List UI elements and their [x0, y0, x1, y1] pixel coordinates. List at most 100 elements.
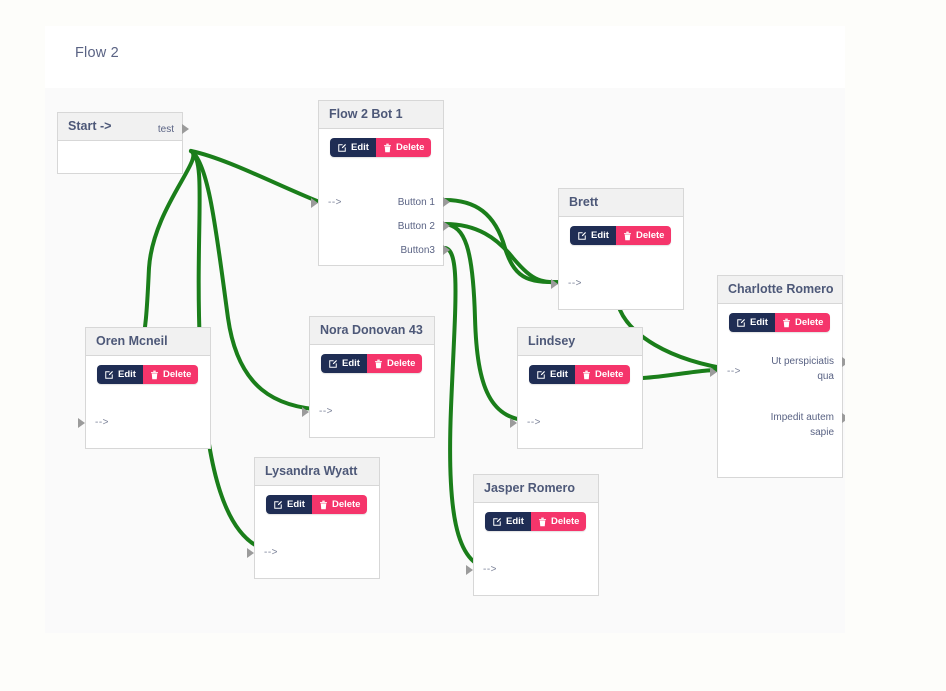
node-input-port[interactable]: --> [328, 197, 342, 208]
input-handle-arrow-icon[interactable] [510, 418, 517, 428]
delete-button-label: Delete [331, 499, 361, 510]
edit-button[interactable]: Edit [529, 365, 575, 384]
delete-button-label: Delete [550, 516, 580, 527]
node-body: Edit Delete --> [551, 217, 683, 310]
pencil-square-icon [105, 370, 113, 379]
flow-node-start[interactable]: Start ->test [57, 112, 189, 174]
node-input-port[interactable]: --> [568, 278, 582, 289]
delete-button[interactable]: Delete [366, 354, 423, 373]
node-input-port[interactable]: --> [483, 564, 497, 575]
node-title: Flow 2 Bot 1 [319, 101, 443, 129]
input-handle-arrow-icon[interactable] [302, 407, 309, 417]
flow-node-nora-donovan-43[interactable]: Nora Donovan 43 Edit Delete --> [302, 316, 435, 438]
node-output-port[interactable]: Ut perspiciatis qua [771, 356, 834, 382]
node-input-port[interactable]: --> [264, 547, 278, 558]
output-handle-arrow-icon[interactable] [842, 413, 845, 423]
trash-icon [320, 500, 327, 509]
edit-button-label: Edit [550, 369, 568, 380]
node-output-port[interactable]: Button 2 [397, 221, 435, 232]
flow-node-flow2bot1[interactable]: Flow 2 Bot 1 Edit Delete --> Button 1 Button … [311, 100, 450, 266]
edit-button-label: Edit [506, 516, 524, 527]
node-title: Start -> [58, 113, 182, 141]
node-output-port[interactable]: Button 1 [397, 197, 435, 208]
delete-button-label: Delete [162, 369, 192, 380]
node-output-port[interactable]: Button3 [400, 245, 435, 256]
delete-button[interactable]: Delete [774, 313, 831, 332]
output-handle-arrow-icon[interactable] [443, 245, 450, 255]
node-output-port[interactable]: test [157, 124, 174, 135]
node-actions: Edit Delete [266, 495, 368, 514]
delete-button-label: Delete [395, 142, 425, 153]
edit-button-label: Edit [351, 142, 369, 153]
node-actions: Edit Delete [570, 226, 672, 245]
output-handle-arrow-icon[interactable] [842, 357, 845, 367]
edit-button[interactable]: Edit [97, 365, 143, 384]
node-title: Lindsey [518, 328, 642, 356]
trash-icon [375, 359, 382, 368]
flow-edge[interactable] [189, 149, 328, 412]
input-handle-arrow-icon[interactable] [78, 418, 85, 428]
node-body: Edit Delete --> [78, 356, 210, 449]
pencil-square-icon [537, 370, 545, 379]
flow-edge[interactable] [443, 198, 577, 285]
node-body: Edit Delete --> [247, 486, 379, 579]
flow-edge[interactable] [189, 149, 319, 203]
edit-button[interactable]: Edit [485, 512, 531, 531]
edit-button[interactable]: Edit [266, 495, 312, 514]
node-title: Jasper Romero [474, 475, 598, 503]
delete-button[interactable]: Delete [615, 226, 672, 245]
edit-button-label: Edit [342, 358, 360, 369]
input-handle-arrow-icon[interactable] [247, 548, 254, 558]
delete-button[interactable]: Delete [530, 512, 587, 531]
delete-button-label: Delete [794, 317, 824, 328]
output-handle-arrow-icon[interactable] [182, 124, 189, 134]
pencil-square-icon [737, 318, 745, 327]
node-body: Edit Delete --> [510, 356, 642, 449]
node-input-port[interactable]: --> [319, 406, 333, 417]
pencil-square-icon [329, 359, 337, 368]
input-handle-arrow-icon[interactable] [311, 198, 318, 208]
node-input-port[interactable]: --> [95, 417, 109, 428]
input-handle-arrow-icon[interactable] [551, 279, 558, 289]
edit-button[interactable]: Edit [330, 138, 376, 157]
trash-icon [539, 517, 546, 526]
trash-icon [624, 231, 631, 240]
node-actions: Edit Delete [529, 365, 631, 384]
pencil-square-icon [338, 143, 346, 152]
node-title: Nora Donovan 43 [310, 317, 434, 345]
input-handle-arrow-icon[interactable] [710, 367, 717, 377]
node-input-port[interactable]: --> [727, 366, 741, 377]
flow-edge[interactable] [443, 222, 577, 285]
trash-icon [583, 370, 590, 379]
input-handle-arrow-icon[interactable] [466, 565, 473, 575]
node-actions: Edit Delete [330, 138, 432, 157]
pencil-square-icon [493, 517, 501, 526]
node-title: Lysandra Wyatt [255, 458, 379, 486]
node-body: Edit Delete --> [466, 503, 598, 596]
delete-button[interactable]: Delete [574, 365, 631, 384]
edit-button[interactable]: Edit [570, 226, 616, 245]
node-actions: Edit Delete [97, 365, 199, 384]
output-handle-arrow-icon[interactable] [443, 197, 450, 207]
delete-button[interactable]: Delete [311, 495, 368, 514]
output-handle-arrow-icon[interactable] [443, 221, 450, 231]
delete-button[interactable]: Delete [142, 365, 199, 384]
delete-button-label: Delete [635, 230, 665, 241]
node-input-port[interactable]: --> [527, 417, 541, 428]
delete-button[interactable]: Delete [375, 138, 432, 157]
node-output-port[interactable]: Impedit autem sapie [770, 412, 834, 438]
edit-button-label: Edit [118, 369, 136, 380]
edit-button[interactable]: Edit [729, 313, 775, 332]
edit-button[interactable]: Edit [321, 354, 367, 373]
delete-button-label: Delete [386, 358, 416, 369]
edit-button-label: Edit [591, 230, 609, 241]
